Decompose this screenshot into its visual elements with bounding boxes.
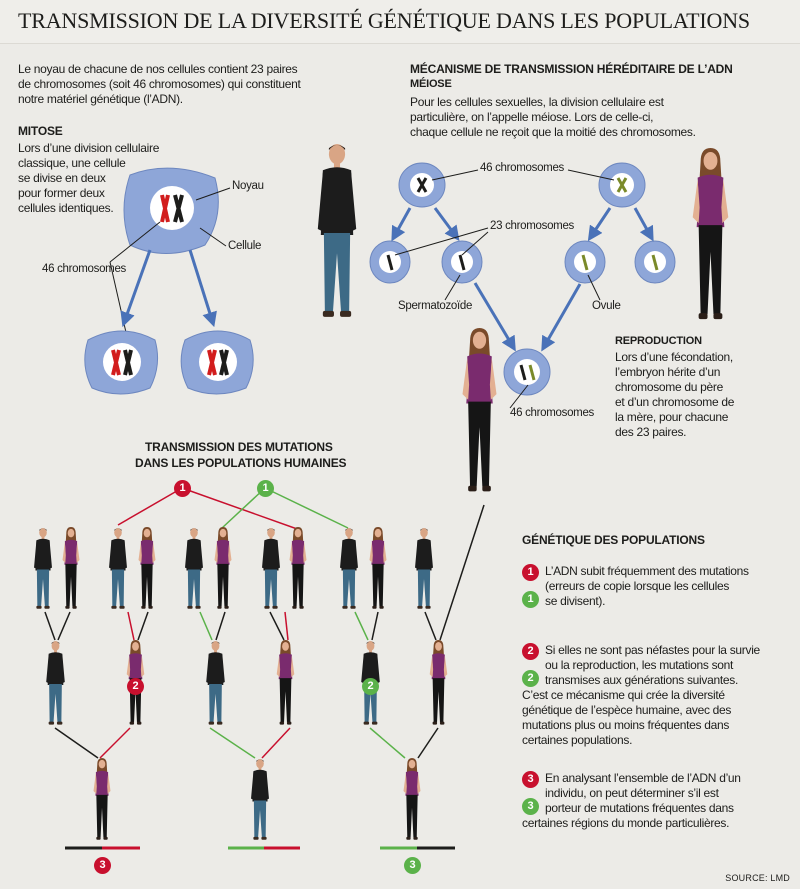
badge-1-red: 1 [174, 480, 191, 497]
badge-3-red: 3 [522, 771, 539, 788]
badge-1-red: 1 [522, 564, 539, 581]
badge-2-green: 2 [362, 678, 379, 695]
nucleus-icon [150, 186, 194, 230]
label-46-chromosomes: 46 chromosomes [42, 263, 127, 275]
badge-1-green: 1 [522, 591, 539, 608]
badge-3-green: 3 [522, 798, 539, 815]
label-cellule: Cellule [228, 240, 262, 252]
title-band [0, 0, 800, 44]
label-noyau: Noyau [232, 180, 264, 192]
mother-figure [692, 148, 729, 320]
population-figures [34, 527, 448, 840]
genetique-heading: GÉNÉTIQUE DES POPULATIONS [522, 533, 705, 547]
reproduction-heading: REPRODUCTION [615, 335, 702, 347]
meiose-heading: MÉIOSE [410, 78, 452, 90]
badge-3-green: 3 [404, 857, 421, 874]
pedigree-lines [44, 487, 485, 759]
mitose-heading: MITOSE [18, 124, 63, 138]
page-title: TRANSMISSION DE LA DIVERSITÉ GÉNÉTIQUE D… [18, 8, 750, 33]
father-figure [317, 144, 357, 317]
badge-2-red: 2 [127, 678, 144, 695]
badge-1-green: 1 [257, 480, 274, 497]
source-credit: SOURCE: LMD [725, 873, 790, 883]
mutations-heading-1: TRANSMISSION DES MUTATIONS [145, 440, 333, 454]
badge-2-red: 2 [522, 643, 539, 660]
badge-2-green: 2 [522, 670, 539, 687]
badge-3-red: 3 [94, 857, 111, 874]
child-figure [462, 328, 497, 492]
mutations-heading-2: DANS LES POPULATIONS HUMAINES [135, 456, 347, 470]
meiosis-diagram [317, 144, 729, 492]
mitosis-diagram [84, 167, 254, 395]
section-heading-adn: MÉCANISME DE TRANSMISSION HÉRÉDITAIRE DE… [410, 62, 733, 76]
